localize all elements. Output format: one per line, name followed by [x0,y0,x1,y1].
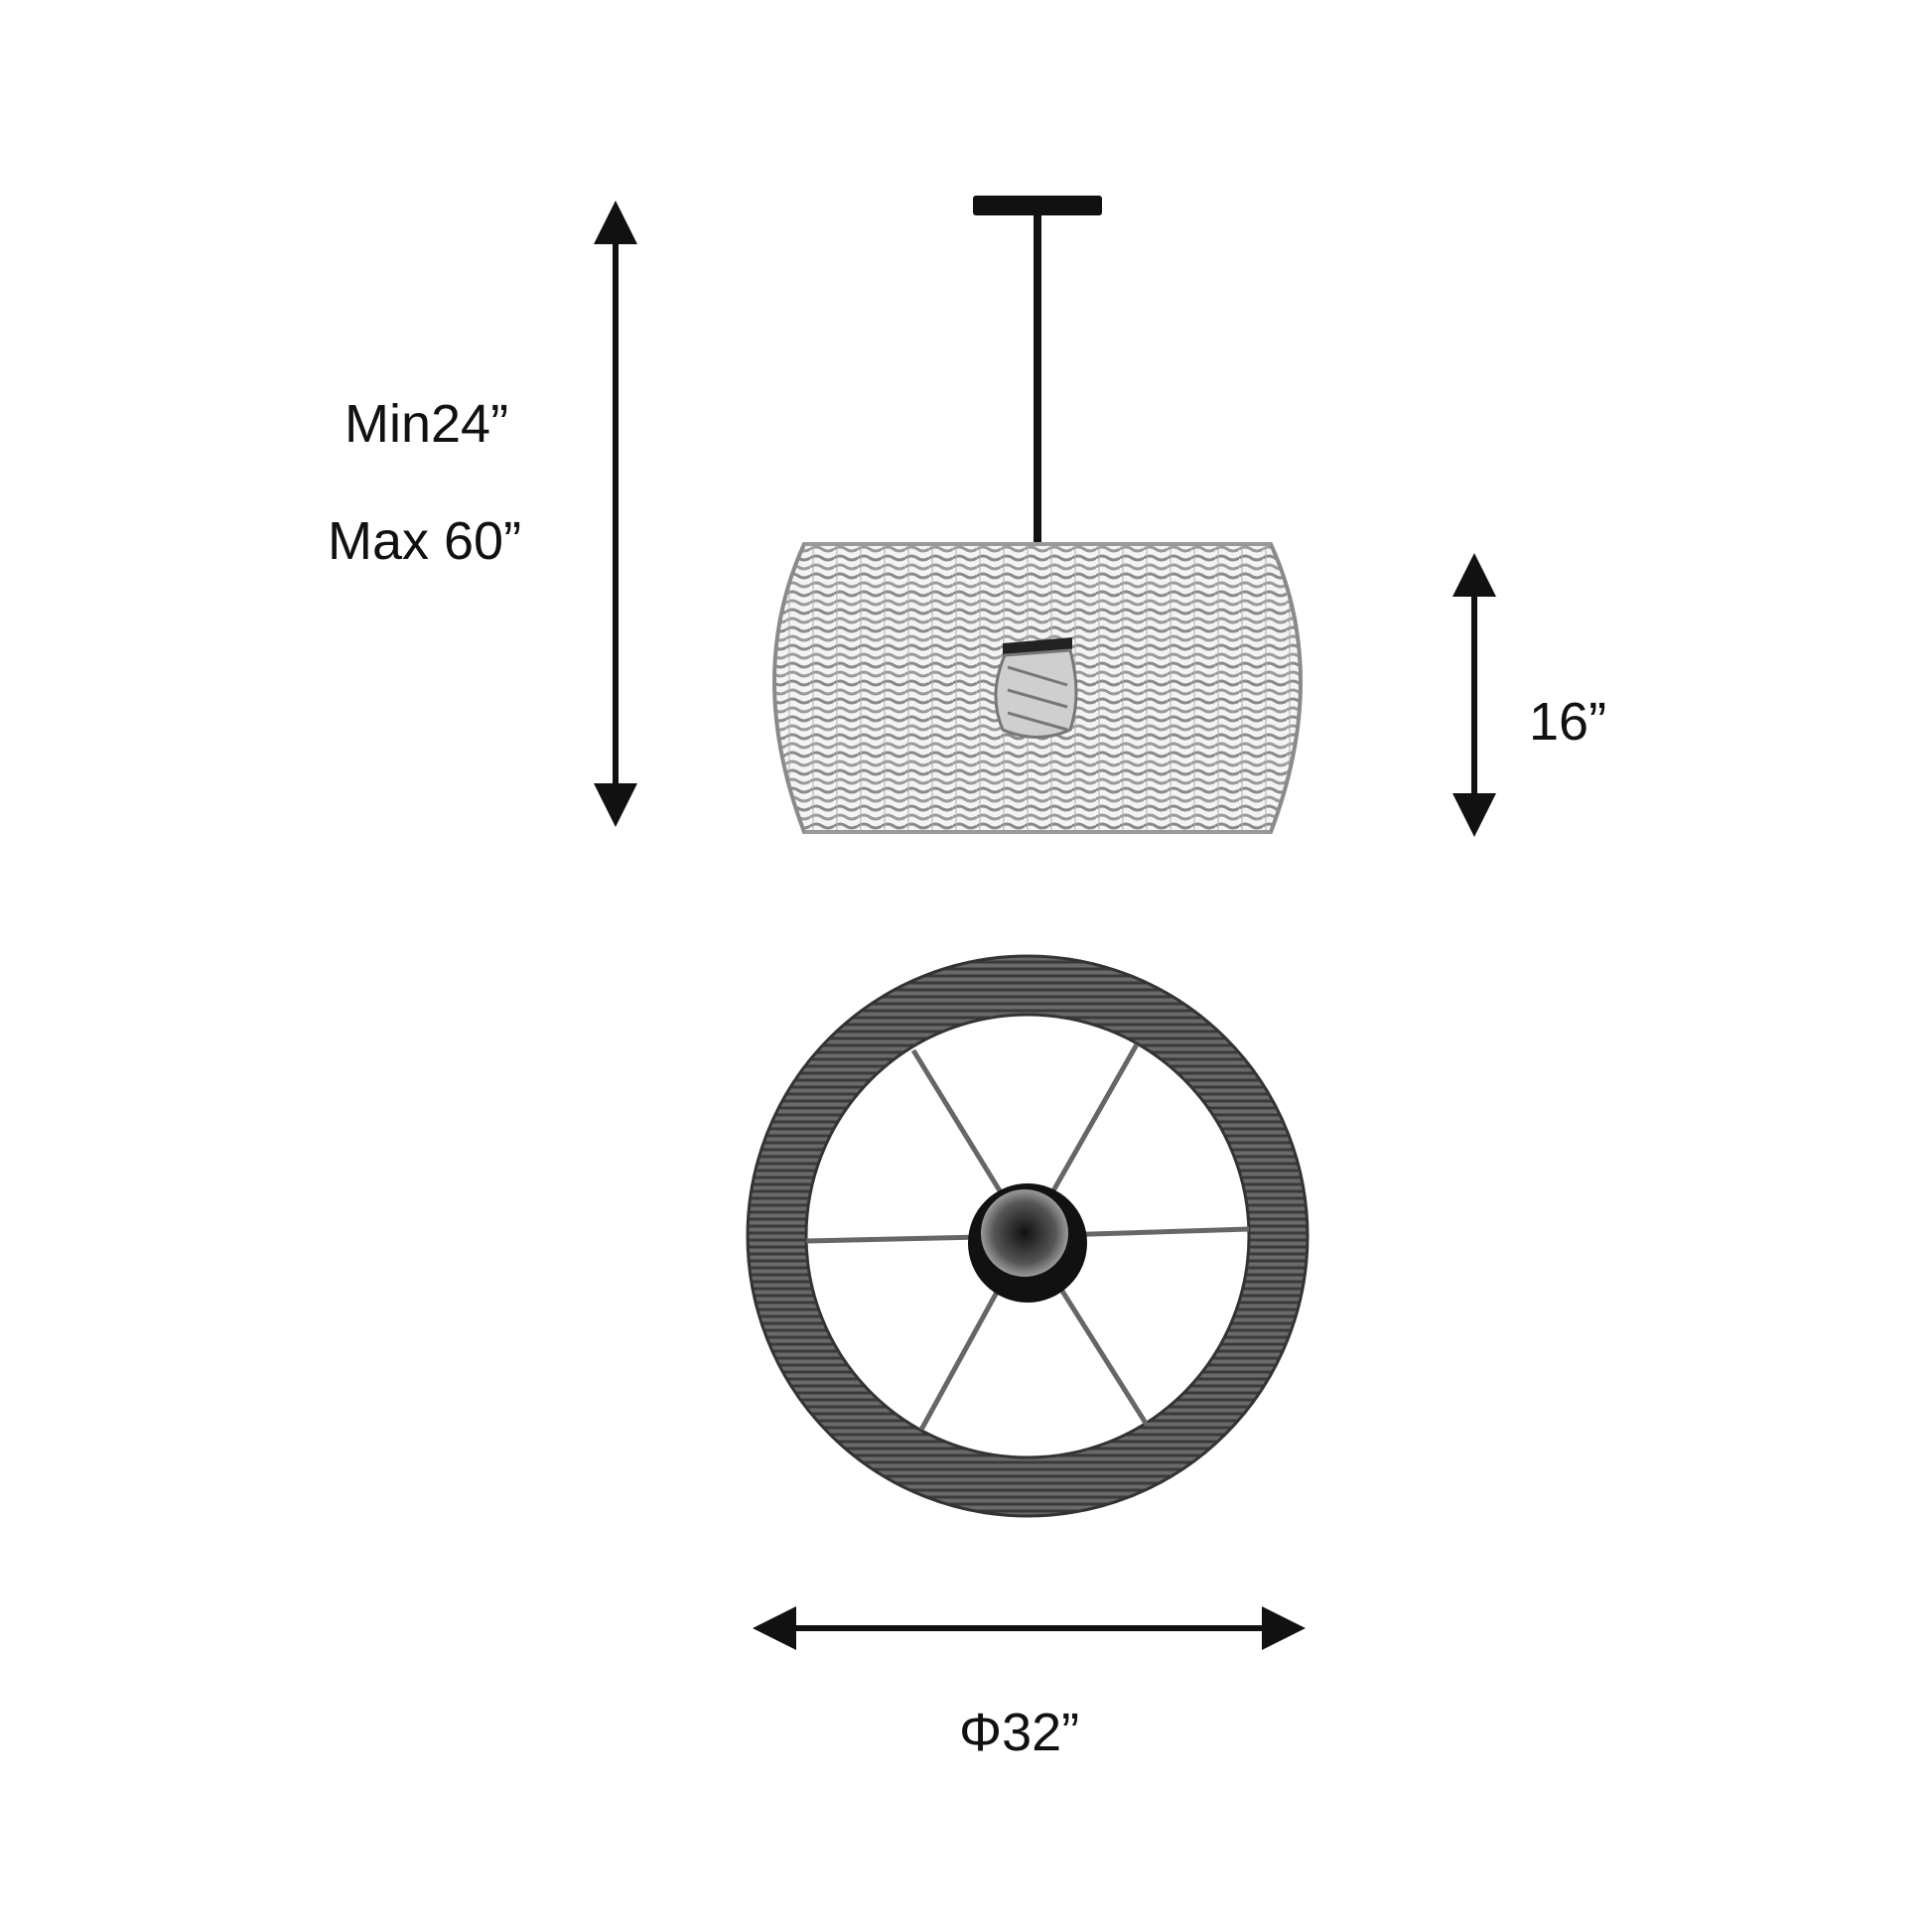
shade-top-view [746,954,1310,1518]
bulb-socket [994,637,1078,739]
shade-diameter-label: Φ32” [959,1703,1080,1762]
down-rod [1034,213,1041,640]
shade-height-label: 16” [1529,692,1607,752]
bulb-top-icon [981,1189,1068,1277]
drop-max-label: Max 60” [328,511,522,571]
height-dimension-arrow [1452,553,1496,837]
drop-dimension-arrow [594,201,637,827]
ceiling-canopy [973,196,1102,215]
diameter-dimension-arrow [753,1606,1306,1650]
drop-min-label: Min24” [345,394,509,454]
shade-side-view [772,542,1303,834]
